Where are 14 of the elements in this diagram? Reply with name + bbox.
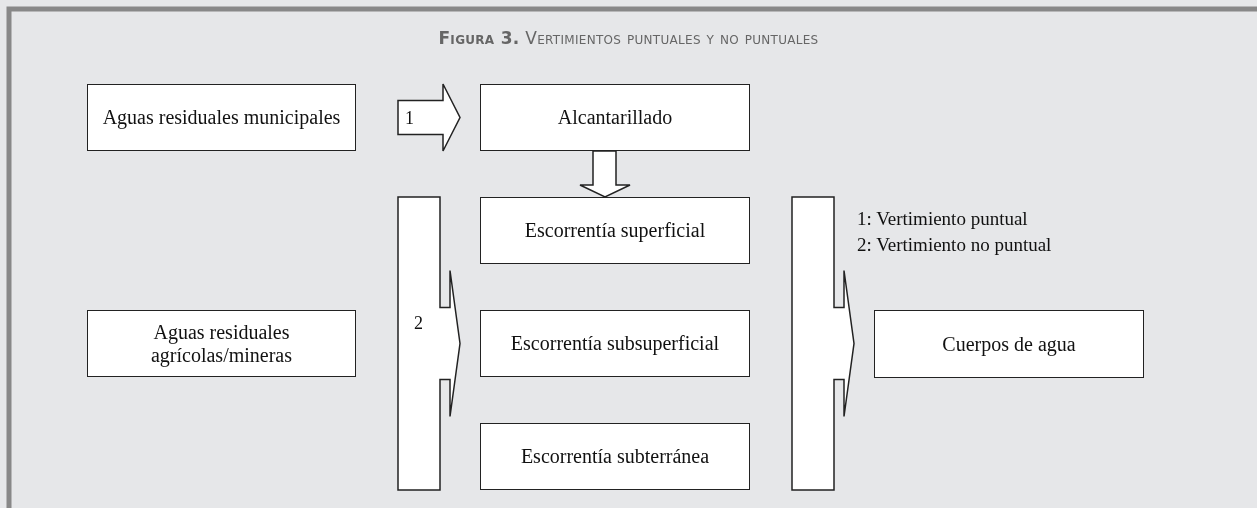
bracket-arrow: [397, 196, 461, 491]
process-box: Aguas residuales municipales: [87, 84, 356, 151]
bracket-arrow: [791, 196, 855, 491]
process-box: Escorrentía subsuperficial: [480, 310, 750, 377]
process-box: Escorrentía subterránea: [480, 423, 750, 490]
process-box: Escorrentía superficial: [480, 197, 750, 264]
process-box: Cuerpos de agua: [874, 310, 1144, 378]
block-arrow: [579, 150, 631, 198]
legend-note: 1: Vertimiento puntual: [857, 208, 1028, 231]
process-box: Aguas residuales agrícolas/mineras: [87, 310, 356, 377]
process-box: Alcantarillado: [480, 84, 750, 151]
figure-title: Figura 3. Vertimientos puntuales y no puntuales: [438, 28, 819, 48]
legend-note: 2: Vertimiento no puntual: [857, 234, 1052, 257]
block-arrow: [397, 83, 461, 152]
